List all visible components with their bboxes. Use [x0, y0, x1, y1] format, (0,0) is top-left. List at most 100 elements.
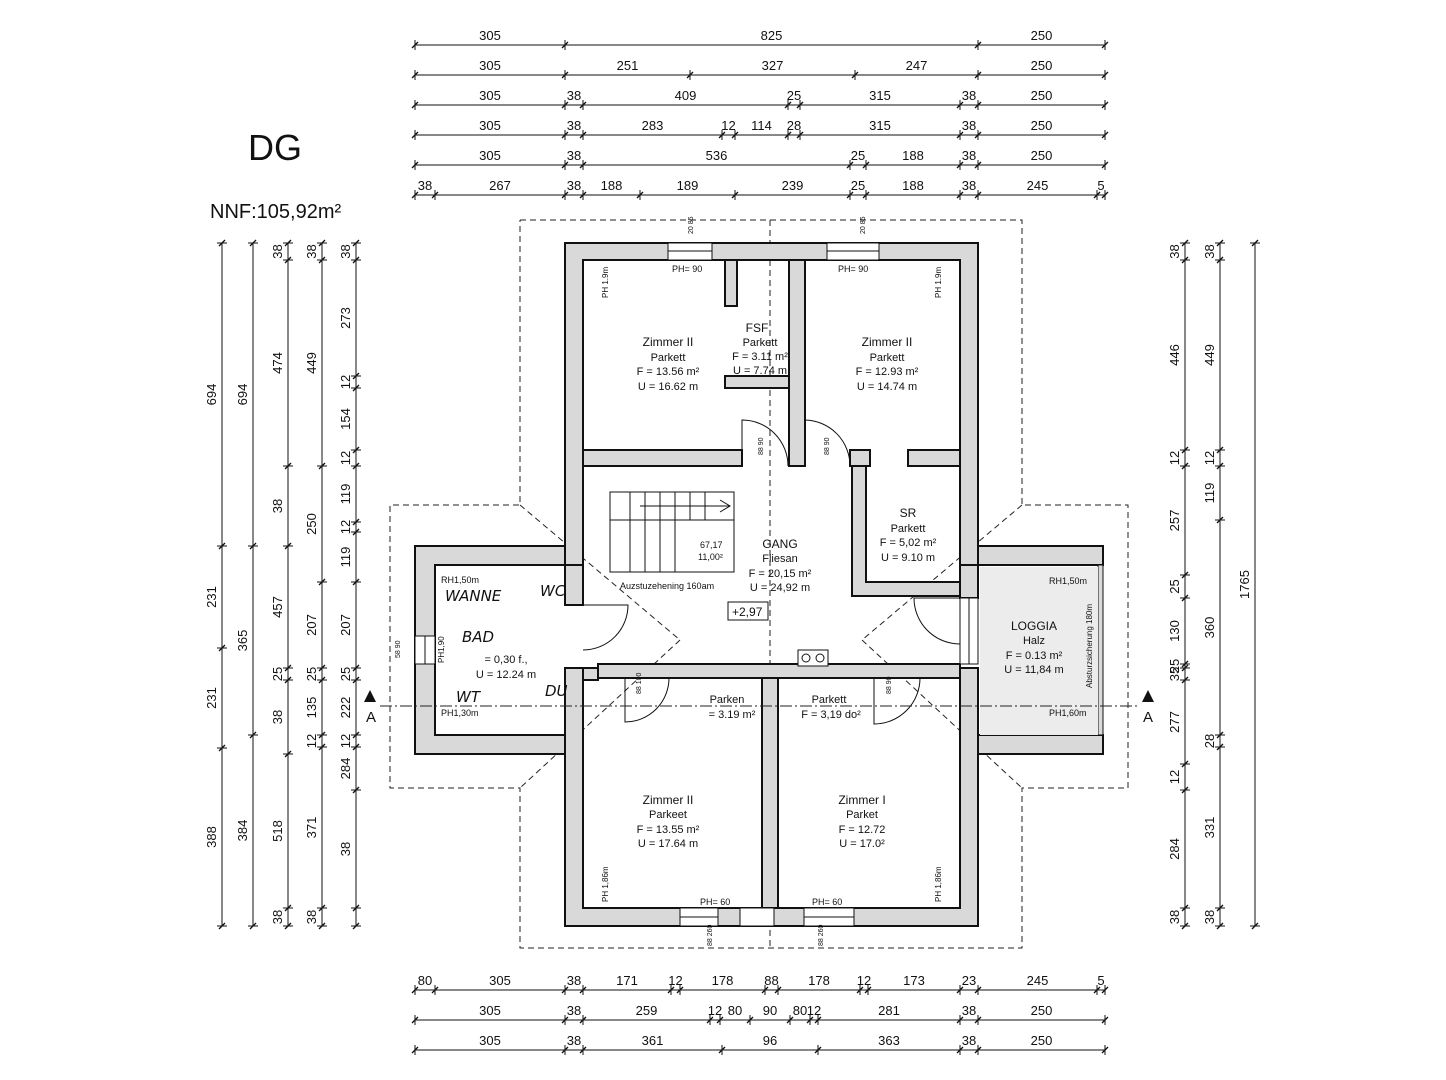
dimension-label: 250	[304, 513, 319, 535]
dimension-tick	[761, 986, 769, 994]
dimension-label: 38	[270, 710, 285, 724]
dimension-label: 25	[787, 88, 801, 103]
dimension-tick	[561, 161, 569, 169]
ph-label: PH1,30m	[441, 708, 479, 718]
dimension-label: 281	[878, 1003, 900, 1018]
svg-text:BAD: BAD	[462, 628, 494, 646]
dimension-label: 38	[567, 118, 581, 133]
dimension-tick	[667, 986, 675, 994]
dimension-label: 25	[1167, 579, 1182, 593]
dimension-label: 388	[204, 826, 219, 848]
dimension-label: 315	[869, 118, 891, 133]
dimension-label: 12	[1167, 451, 1182, 465]
dimension-tick	[284, 922, 292, 930]
dimension-label: 173	[903, 973, 925, 988]
dimension-label: 38	[1167, 910, 1182, 924]
svg-text:Parkeet: Parkeet	[649, 809, 687, 821]
dimension-tick	[561, 986, 569, 994]
section-label-right: A	[1143, 709, 1153, 726]
left-dimension-chains: 6942312313886943653843847438457253851838…	[204, 239, 361, 930]
dimension-label: 25	[1167, 659, 1182, 673]
windows	[414, 242, 979, 927]
dimension-label: 90	[763, 1003, 777, 1018]
dimension-tick	[1101, 71, 1109, 79]
room-gang: GANG Fliesan F = 20,15 m² U = 24,92 m	[749, 537, 812, 594]
svg-text:Parkett: Parkett	[651, 352, 686, 364]
dimension-tick	[352, 904, 360, 912]
dimension-label: 284	[338, 758, 353, 780]
dimension-tick	[1181, 664, 1189, 672]
window-dim: 88 260	[818, 924, 825, 946]
dimension-label: 694	[204, 384, 219, 406]
dimension-label: 28	[787, 118, 801, 133]
dimension-tick	[1101, 131, 1109, 139]
room-zimmer-top-right: Zimmer II Parkett F = 12.93 m² U = 14.74…	[856, 335, 919, 393]
dimension-tick	[249, 731, 257, 739]
dimension-tick	[956, 1046, 964, 1054]
dimension-tick	[352, 578, 360, 586]
dimension-tick	[974, 41, 982, 49]
dimension-tick	[1216, 904, 1224, 912]
ph-label: PH1,60m	[1049, 708, 1087, 718]
dimension-label: 135	[304, 697, 319, 719]
dimension-tick	[431, 986, 439, 994]
dimension-label: 12	[338, 734, 353, 748]
dimension-label: 474	[270, 352, 285, 374]
dimension-tick	[411, 986, 419, 994]
ph-label: PH= 90	[672, 264, 702, 274]
dimension-tick	[561, 191, 569, 199]
rh-label: RH1,50m	[1049, 576, 1087, 586]
dimension-label: 119	[1202, 483, 1217, 504]
dimension-tick	[579, 986, 587, 994]
svg-text:U = 14.74 m: U = 14.74 m	[857, 381, 917, 393]
dimension-label: 38	[270, 499, 285, 513]
dimension-tick	[318, 904, 326, 912]
dimension-tick	[1216, 922, 1224, 930]
dimension-tick	[284, 664, 292, 672]
dimension-tick	[974, 986, 982, 994]
room-parkett-right: Parkett F = 3,19 do²	[801, 694, 861, 721]
dimension-tick	[718, 131, 726, 139]
dimension-tick	[1181, 446, 1189, 454]
dimension-label: 38	[962, 148, 976, 163]
dimension-tick	[1181, 904, 1189, 912]
dimension-label: 38	[567, 178, 581, 193]
dimension-tick	[284, 256, 292, 264]
dimension-label: 38	[962, 1003, 976, 1018]
dimension-label: 38	[338, 244, 353, 258]
dimension-label: 130	[1167, 620, 1182, 642]
dimension-tick	[318, 731, 326, 739]
dimension-label: 449	[1202, 344, 1217, 366]
section-line	[364, 690, 1154, 707]
dimension-label: 12	[1167, 770, 1182, 784]
dimension-tick	[249, 922, 257, 930]
dimension-tick	[1216, 446, 1224, 454]
dimension-label: 331	[1202, 817, 1217, 839]
dimension-label: 38	[418, 178, 432, 193]
dimension-tick	[411, 101, 419, 109]
dimension-label: 38	[270, 910, 285, 924]
dimension-label: 409	[675, 88, 697, 103]
dimension-tick	[249, 542, 257, 550]
dimension-tick	[746, 1016, 754, 1024]
dimension-label: 361	[642, 1033, 664, 1048]
dimension-tick	[218, 744, 226, 752]
dimension-tick	[814, 1016, 822, 1024]
svg-text:Parkett: Parkett	[812, 694, 847, 706]
svg-text:U = 7.74 m: U = 7.74 m	[733, 365, 787, 377]
ph-label: PH 1.9m	[601, 267, 610, 298]
ph-label: PH 1,86m	[934, 866, 943, 902]
dimension-tick	[411, 71, 419, 79]
dimension-tick	[974, 1016, 982, 1024]
dimension-tick	[974, 101, 982, 109]
rh-label: RH1,50m	[441, 575, 479, 585]
dimension-label: 518	[270, 820, 285, 842]
dimension-tick	[1181, 786, 1189, 794]
dimension-label: 231	[204, 586, 219, 608]
dimension-label: 38	[1167, 244, 1182, 258]
svg-text:= 0,30 f.,: = 0,30 f.,	[484, 654, 527, 666]
dimension-label: 250	[1031, 148, 1053, 163]
dimension-tick	[974, 191, 982, 199]
svg-text:GANG: GANG	[762, 537, 797, 551]
